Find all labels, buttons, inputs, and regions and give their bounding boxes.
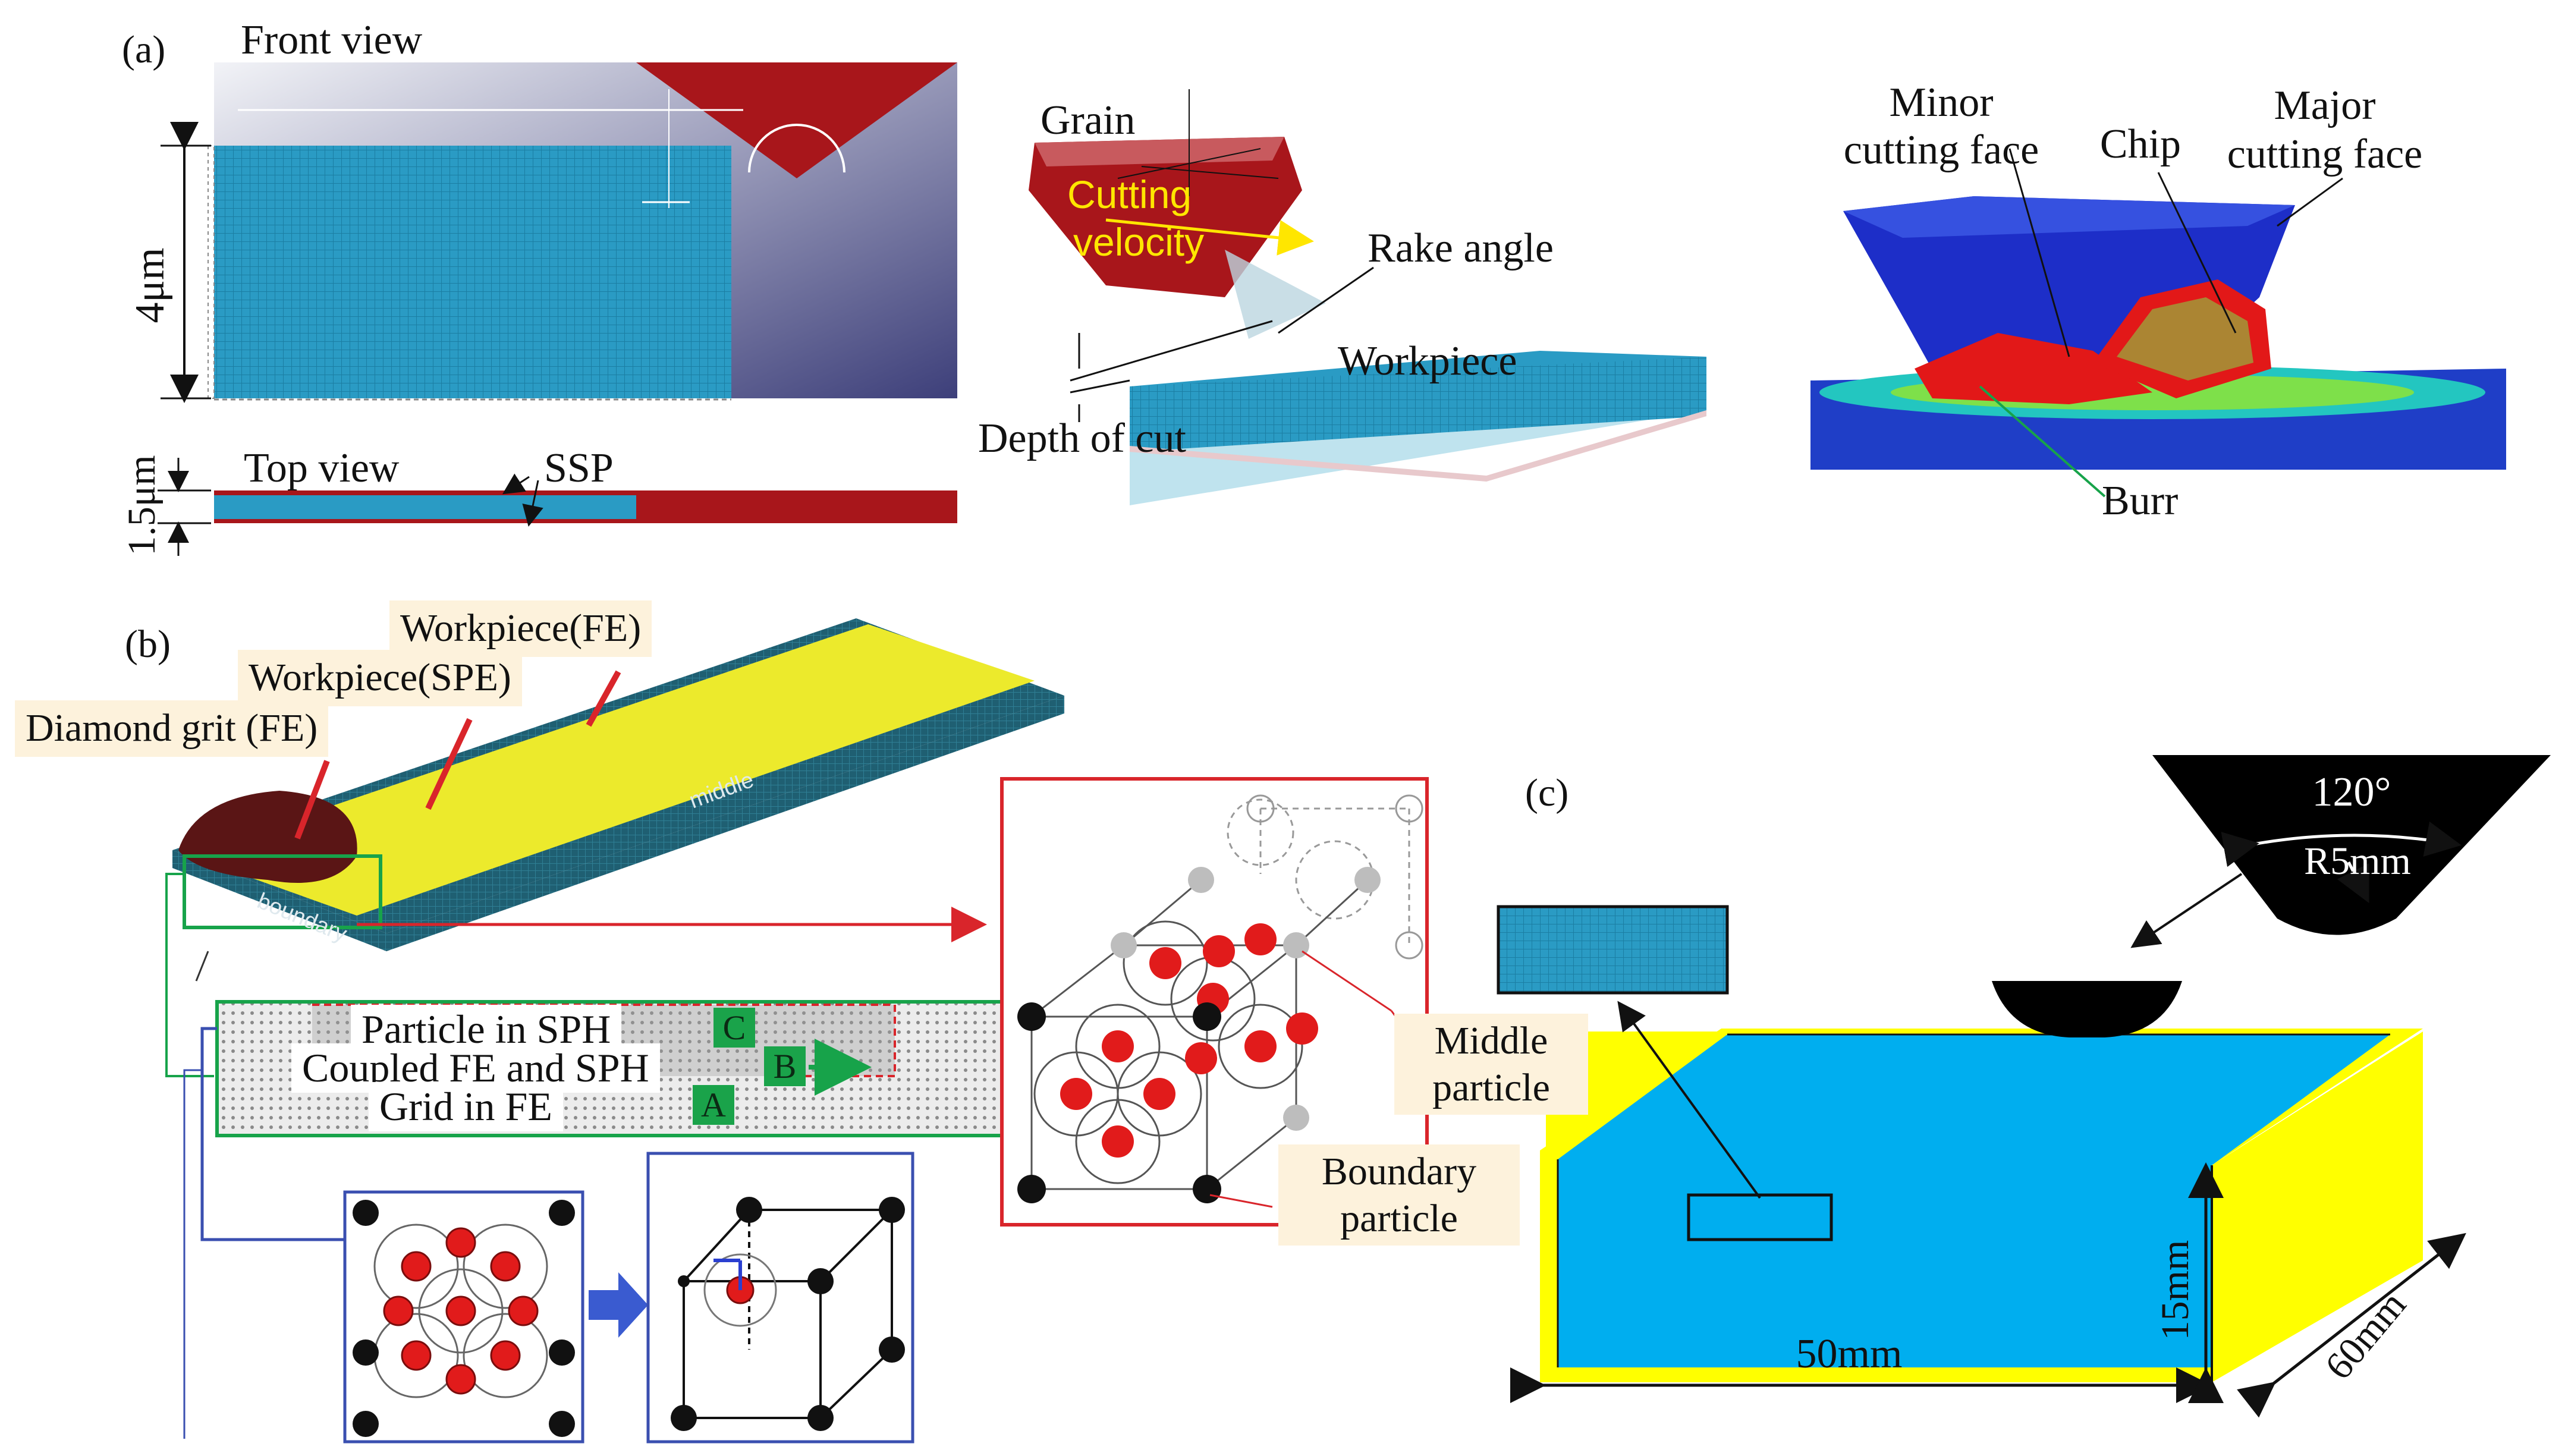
panel-c-block [1497, 905, 2423, 1382]
top-view-diagram [214, 473, 957, 527]
panel-c-dimensions [1510, 1162, 2466, 1418]
middle-particle-line-2: particle [1432, 1066, 1550, 1110]
panel-a-label: (a) [122, 28, 165, 71]
code-b-badge: B [764, 1046, 806, 1086]
minor-cutting-face-label-1: Minor [1890, 80, 1994, 125]
middle-particle-line-1: Middle [1434, 1019, 1548, 1062]
width-dimension [158, 458, 211, 556]
workpiece-3d-diagram [165, 618, 1064, 1077]
panel-c-tool [1992, 755, 2551, 1037]
lattice-transition-arrow [589, 1272, 648, 1338]
major-cutting-face-label-2: cutting face [2227, 131, 2422, 177]
boundary-particle-label: Boundary particle [1278, 1144, 1520, 1246]
code-a-badge: A [693, 1085, 734, 1125]
blue-connector-lines [183, 1027, 345, 1439]
boundary-particle-line-2: particle [1340, 1197, 1458, 1241]
cutting-velocity-label-1: Cutting [1067, 172, 1192, 216]
grain-label: Grain [1041, 98, 1135, 143]
workpiece-label: Workpiece [1338, 338, 1517, 384]
panel-b-label: (b) [125, 622, 171, 666]
front-view-diagram [208, 62, 957, 401]
code-c-badge: C [713, 1008, 755, 1048]
workpiece-spe-label: Workpiece(SPE) [238, 650, 522, 706]
rake-angle-label: Rake angle [1368, 225, 1554, 271]
panel-c-label: (c) [1525, 771, 1568, 815]
chip-burr-diagram [1810, 148, 2506, 498]
major-cutting-face-label-1: Major [2274, 83, 2375, 128]
minor-cutting-face-label-2: cutting face [1844, 127, 2039, 173]
ssp-label: SSP [544, 445, 614, 491]
width-dimension-label: 1.5μm [120, 455, 164, 555]
boundary-particle-line-1: Boundary [1321, 1150, 1477, 1193]
height-dimension-label: 4μm [127, 248, 173, 323]
front-view-label: Front view [241, 17, 423, 63]
height-15-label: 15mm [2154, 1240, 2197, 1341]
middle-particle-label: Middle particle [1394, 1014, 1588, 1115]
particle-lattice-left [343, 1190, 584, 1444]
length-dimension-label: 50mm [1796, 1331, 1903, 1377]
height-dimension [161, 122, 211, 403]
diamond-grit-label: Diamond grit (FE) [15, 700, 329, 757]
particle-lattice-middle [646, 1152, 914, 1444]
cutting-velocity-label-2: velocity [1073, 220, 1204, 264]
particle-lattice-large [1000, 777, 1429, 1227]
depth-of-cut-label: Depth of cut [978, 416, 1186, 461]
top-view-label: Top view [244, 445, 400, 491]
radius-label: R5mm [2304, 839, 2411, 883]
workpiece-fe-label: Workpiece(FE) [389, 600, 652, 657]
grain-workpiece-diagram [1029, 89, 1706, 505]
grid-in-fe-label: Grid in FE [369, 1082, 563, 1131]
angle-label: 120° [2312, 769, 2391, 815]
burr-label: Burr [2102, 478, 2178, 524]
chip-label: Chip [2100, 121, 2181, 167]
coupled-fe-sph-label: Coupled FE and SPH [291, 1043, 660, 1093]
